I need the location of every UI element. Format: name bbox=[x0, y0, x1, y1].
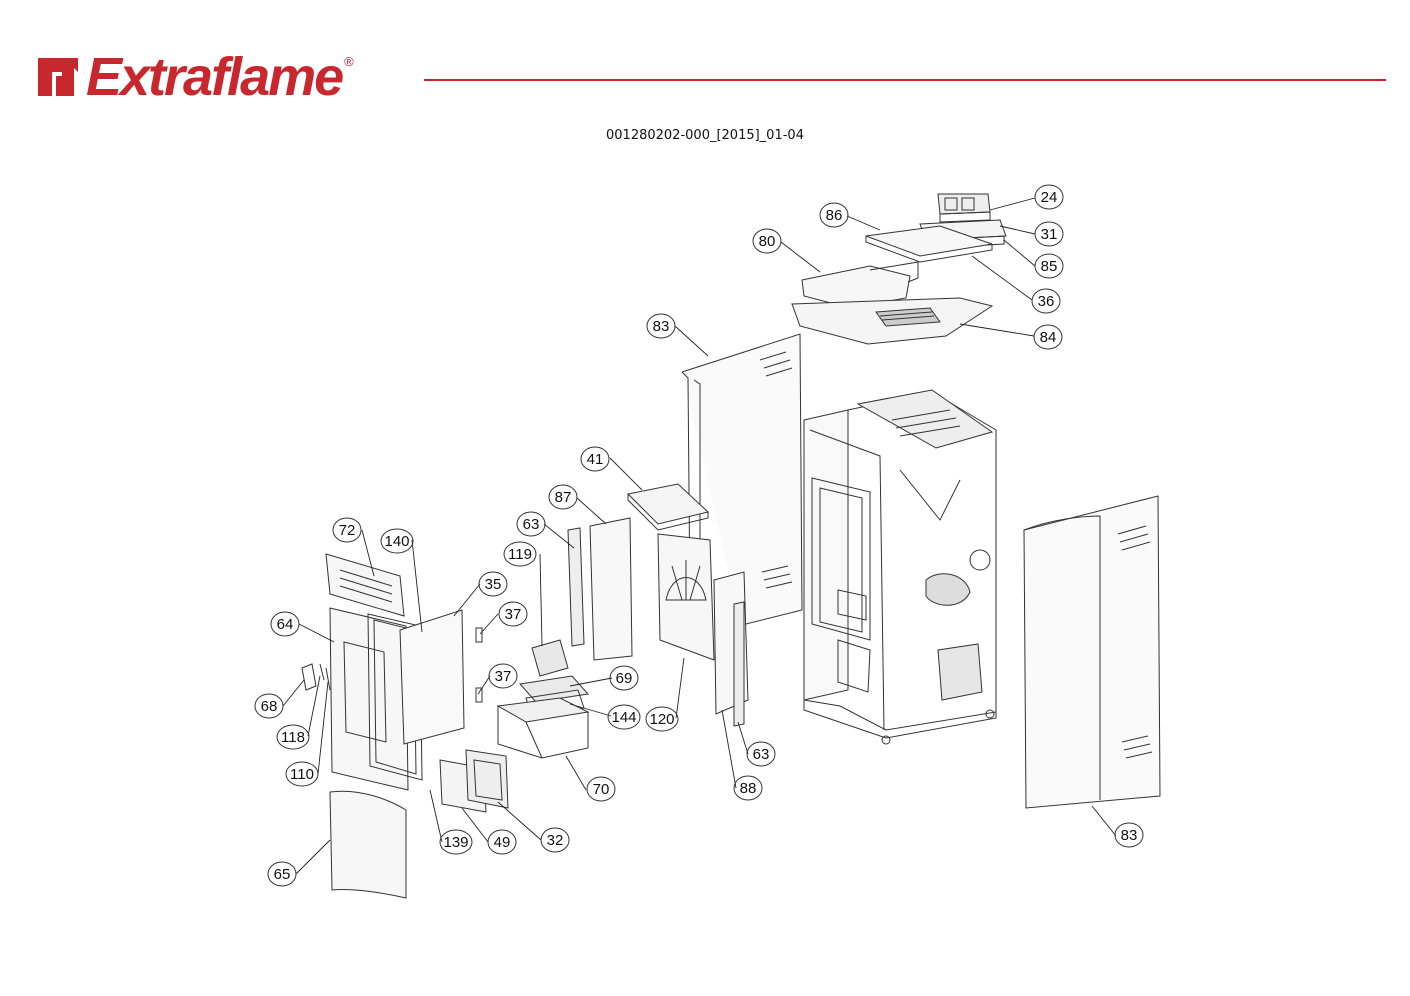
flame-logo-icon bbox=[38, 58, 78, 96]
callout: 85 bbox=[1034, 253, 1064, 279]
ash-box-70 bbox=[496, 697, 590, 759]
callout: 37 bbox=[488, 663, 518, 689]
callout-label: 31 bbox=[1041, 226, 1058, 243]
callout-label: 70 bbox=[593, 781, 610, 798]
callout-label: 37 bbox=[495, 668, 512, 685]
callout-label: 83 bbox=[653, 318, 670, 335]
callout-label: 69 bbox=[616, 670, 633, 687]
panel-87 bbox=[589, 517, 633, 661]
callout-label: 83 bbox=[1121, 827, 1138, 844]
rail-63-left bbox=[567, 527, 585, 647]
callout: 31 bbox=[1034, 221, 1064, 247]
callout-label: 64 bbox=[277, 616, 294, 633]
callout-label: 87 bbox=[555, 489, 572, 506]
callout: 139 bbox=[439, 829, 473, 855]
callout-label: 32 bbox=[547, 832, 564, 849]
callout-label: 37 bbox=[505, 606, 522, 623]
callout-label: 144 bbox=[611, 709, 636, 726]
callout: 87 bbox=[548, 484, 578, 510]
top-grille-72 bbox=[325, 553, 405, 617]
callout: 144 bbox=[607, 704, 641, 730]
callout: 80 bbox=[752, 228, 782, 254]
callout: 68 bbox=[254, 693, 284, 719]
callout-label: 36 bbox=[1038, 293, 1055, 310]
bottom-panel-65 bbox=[329, 790, 407, 899]
gasket-140 bbox=[367, 613, 423, 781]
callout-label: 86 bbox=[826, 207, 843, 224]
rail-63-right bbox=[733, 601, 745, 727]
handle-68 bbox=[301, 663, 331, 691]
callout: 35 bbox=[478, 571, 508, 597]
document-code: 001280202-000_[2015]_01-04 bbox=[606, 128, 804, 143]
callout-label: 41 bbox=[587, 451, 604, 468]
callout: 65 bbox=[267, 861, 297, 887]
callout: 63 bbox=[516, 511, 546, 537]
burner-assembly bbox=[519, 639, 589, 717]
callout-label: 118 bbox=[281, 729, 305, 746]
inspection-49-32 bbox=[439, 749, 509, 813]
leader-lines bbox=[282, 197, 1117, 875]
callout: 88 bbox=[733, 775, 763, 801]
callout: 84 bbox=[1033, 324, 1063, 350]
callout-label: 110 bbox=[290, 766, 314, 783]
callout: 37 bbox=[498, 601, 528, 627]
callout: 69 bbox=[609, 665, 639, 691]
callout: 118 bbox=[276, 724, 310, 750]
callout: 32 bbox=[540, 827, 570, 853]
brand-logo: Extraflame ® bbox=[34, 47, 354, 107]
callout: 119 bbox=[503, 541, 537, 567]
callout-label: 63 bbox=[523, 516, 540, 533]
callout-label: 84 bbox=[1040, 329, 1057, 346]
stove-body bbox=[803, 389, 997, 745]
callout: 83 bbox=[1114, 822, 1144, 848]
firebox-back-120 bbox=[657, 533, 715, 661]
callout-label: 49 bbox=[494, 834, 511, 851]
callout-label: 88 bbox=[740, 780, 757, 797]
callout: 83 bbox=[646, 313, 676, 339]
bracket-37-top bbox=[475, 627, 483, 643]
brand-name: Extraflame bbox=[86, 47, 344, 107]
shelf-41 bbox=[626, 483, 710, 531]
header: Extraflame ® bbox=[0, 0, 1410, 120]
callout-label: 65 bbox=[274, 866, 291, 883]
top-grille-84 bbox=[791, 297, 994, 345]
callout-label: 72 bbox=[339, 522, 356, 539]
callout: 63 bbox=[746, 741, 776, 767]
callout-label: 85 bbox=[1041, 258, 1058, 275]
callout: 140 bbox=[380, 528, 414, 554]
callout: 64 bbox=[270, 611, 300, 637]
top-cover-80 bbox=[801, 261, 919, 309]
callout: 70 bbox=[586, 776, 616, 802]
registered-mark: ® bbox=[344, 54, 354, 69]
callout: 41 bbox=[580, 446, 610, 472]
callout-label: 140 bbox=[384, 533, 409, 550]
header-rule bbox=[424, 79, 1386, 81]
side-panel-83-right bbox=[1023, 495, 1161, 809]
callout-label: 139 bbox=[443, 834, 468, 851]
callout: 72 bbox=[332, 517, 362, 543]
callout-label: 120 bbox=[649, 711, 674, 728]
callout: 24 bbox=[1034, 184, 1064, 210]
callout-label: 63 bbox=[753, 746, 770, 763]
callout: 49 bbox=[487, 829, 517, 855]
callout: 120 bbox=[645, 706, 679, 732]
callout-label: 119 bbox=[508, 546, 532, 563]
callout: 36 bbox=[1031, 288, 1061, 314]
callout-label: 68 bbox=[261, 698, 278, 715]
callout-label: 80 bbox=[759, 233, 776, 250]
glass-35 bbox=[399, 609, 465, 745]
bracket-37-bottom bbox=[475, 687, 483, 703]
callout-label: 24 bbox=[1041, 189, 1058, 206]
callout: 86 bbox=[819, 202, 849, 228]
callout-label: 35 bbox=[485, 576, 502, 593]
callout: 110 bbox=[285, 761, 319, 787]
top-plate-86 bbox=[865, 225, 993, 263]
